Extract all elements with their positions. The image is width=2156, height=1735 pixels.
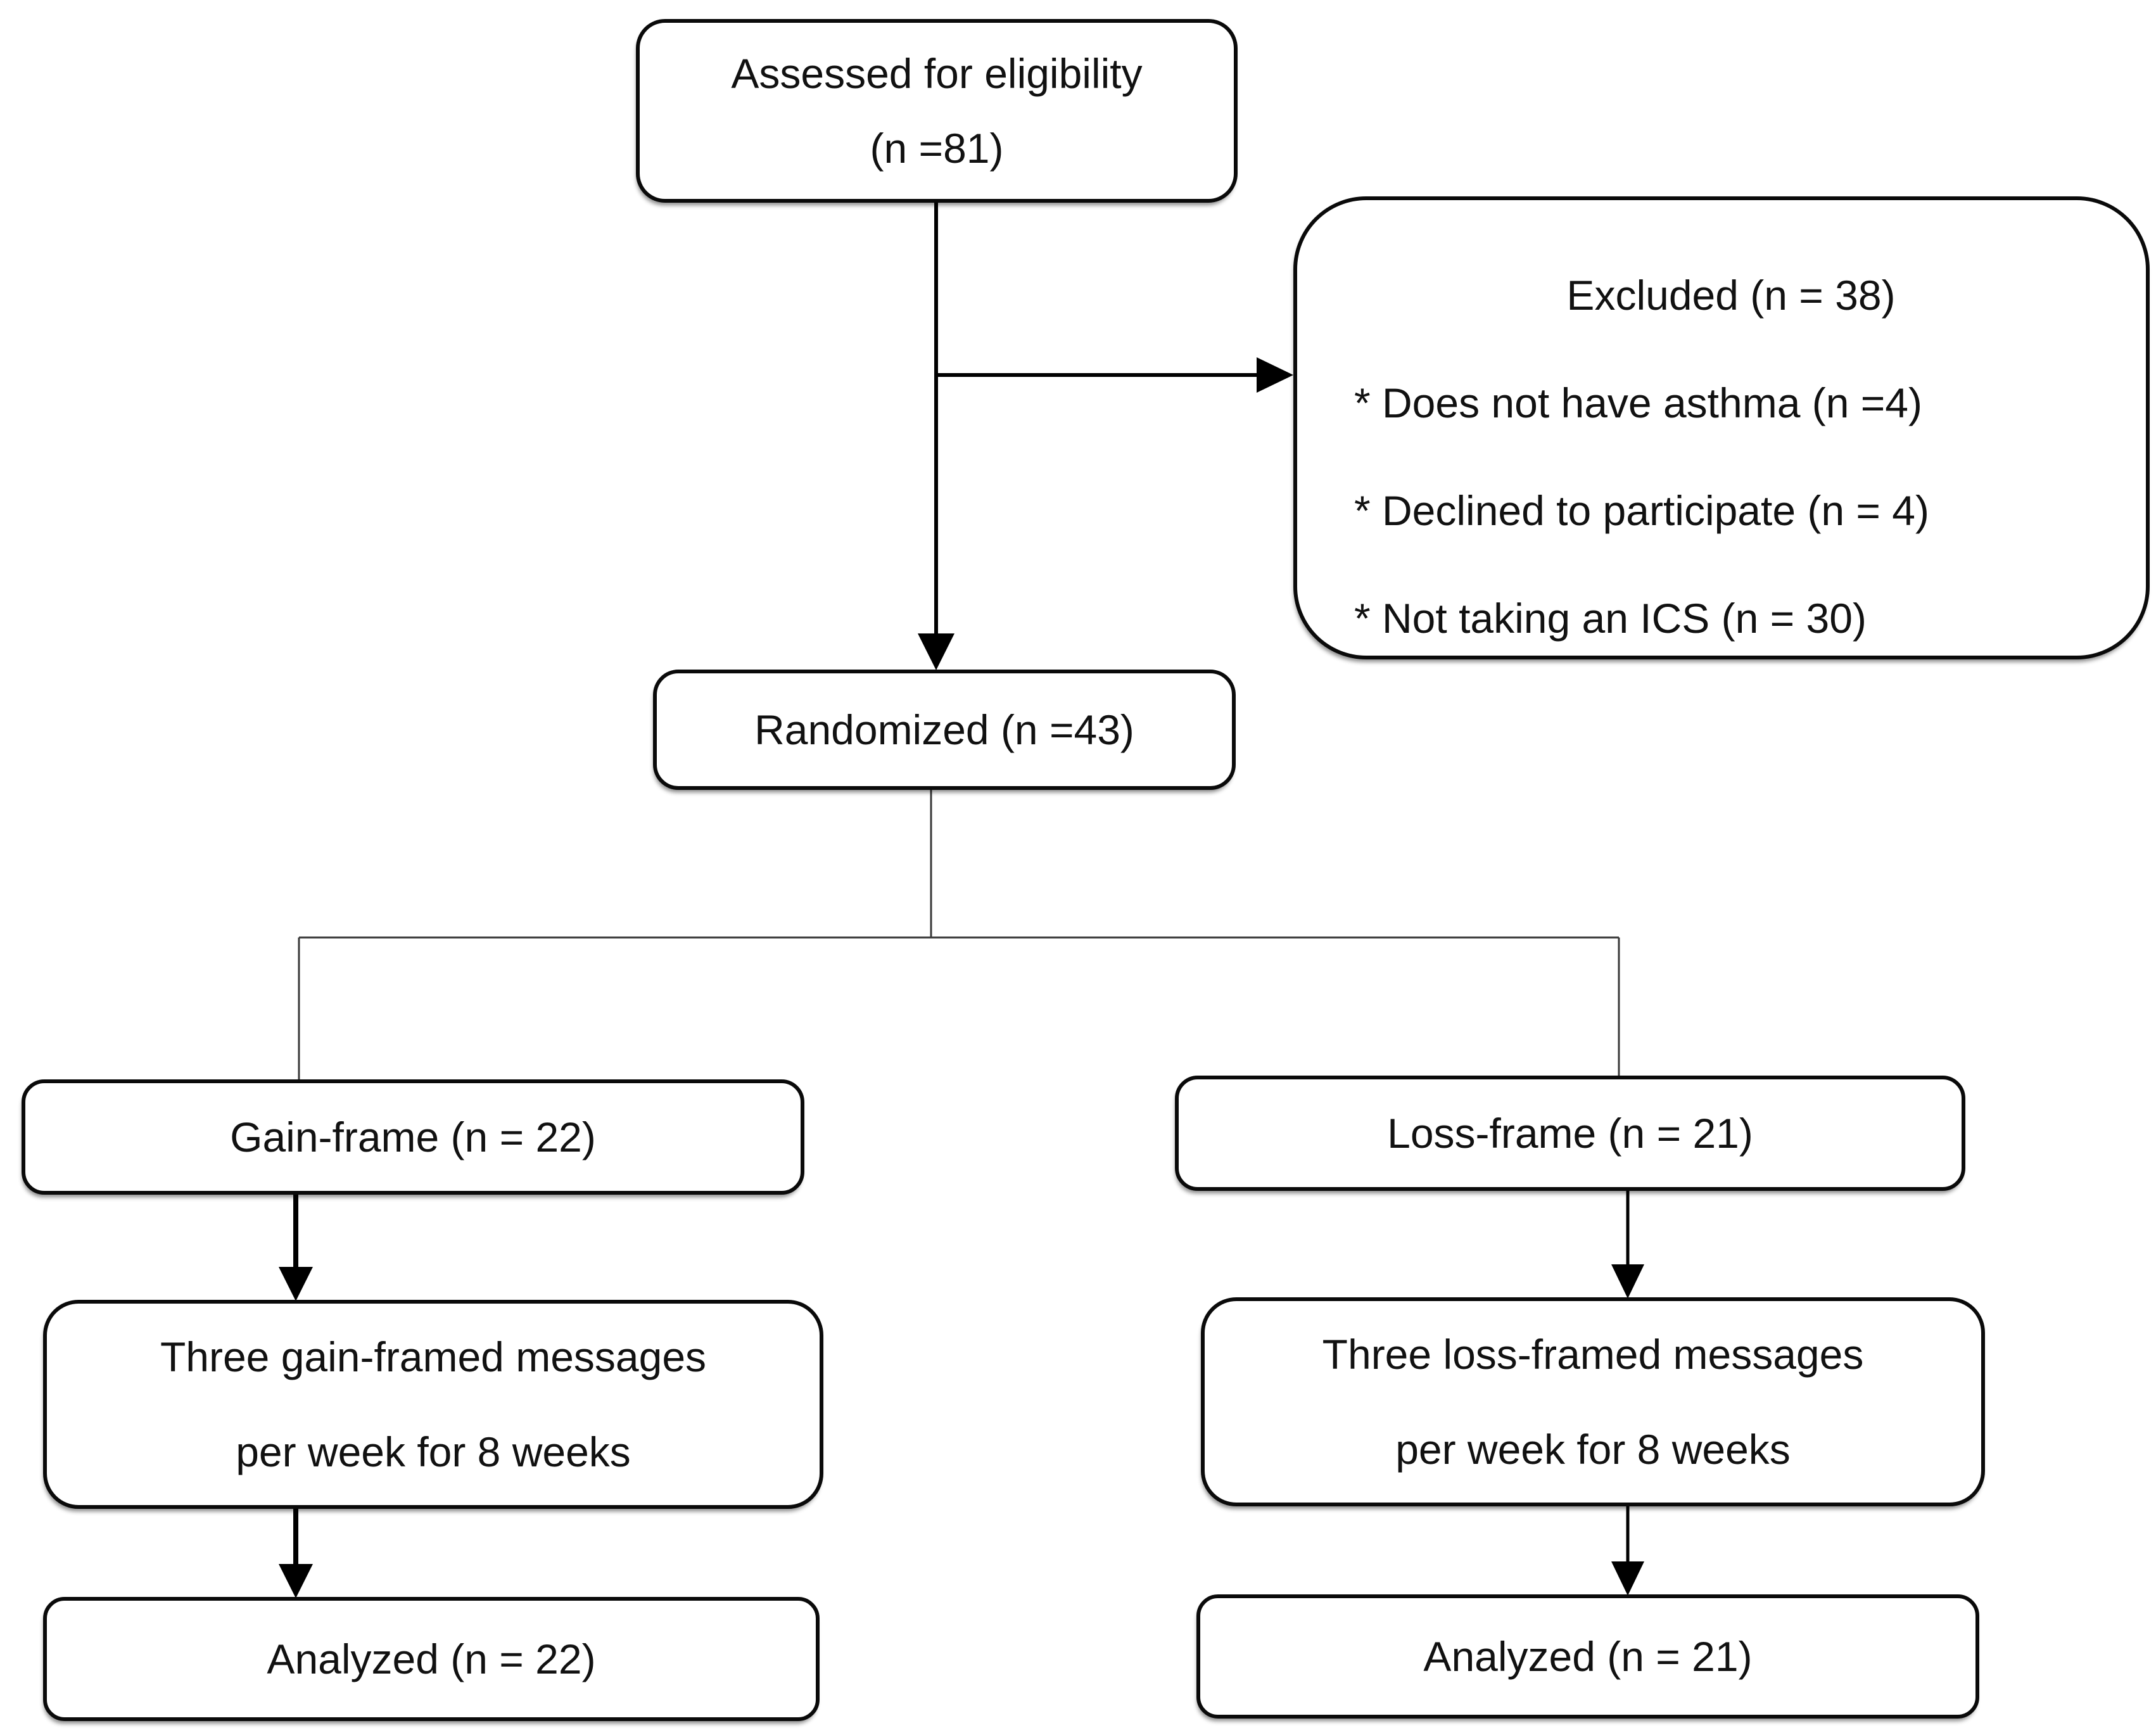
excluded-item-no-ics: * Not taking an ICS (n = 30) [1354,595,1867,642]
excluded-box: Excluded (n = 38) * Does not have asthma… [1293,196,2150,659]
loss-frame-label: Loss-frame (n = 21) [1387,1110,1753,1157]
gain-analyzed-label: Analyzed (n = 22) [267,1636,596,1682]
loss-messages-box: Three loss-framed messages per week for … [1201,1297,1985,1506]
gain-frame-label: Gain-frame (n = 22) [230,1114,596,1160]
gain-messages-line-2: per week for 8 weeks [236,1428,631,1475]
loss-frame-box: Loss-frame (n = 21) [1175,1076,1965,1191]
arrowhead-randomized-icon [918,633,954,670]
gain-analyzed-box: Analyzed (n = 22) [43,1597,820,1721]
arrowhead-gain-messages-icon [279,1267,313,1301]
assessed-box: Assessed for eligibility (n =81) [636,19,1238,203]
gain-frame-box: Gain-frame (n = 22) [22,1079,804,1195]
excluded-item-no-asthma: * Does not have asthma (n =4) [1354,379,1922,426]
loss-analyzed-box: Analyzed (n = 21) [1196,1594,1979,1719]
excluded-item-declined: * Declined to participate (n = 4) [1354,487,1929,534]
arrowhead-loss-messages-icon [1611,1264,1644,1299]
gain-messages-box: Three gain-framed messages per week for … [43,1300,823,1509]
loss-messages-line-1: Three loss-framed messages [1322,1331,1864,1378]
gain-messages-line-1: Three gain-framed messages [160,1333,707,1380]
assessed-line-1: Assessed for eligibility [731,50,1143,97]
randomized-box: Randomized (n =43) [653,670,1236,790]
arrowhead-loss-analyzed-icon [1611,1561,1644,1596]
arrowhead-excluded-icon [1257,357,1293,393]
arrowhead-gain-analyzed-icon [279,1564,313,1598]
loss-messages-line-2: per week for 8 weeks [1395,1426,1791,1473]
assessed-line-2: (n =81) [870,125,1004,172]
excluded-title: Excluded (n = 38) [1566,272,1896,319]
loss-analyzed-label: Analyzed (n = 21) [1423,1633,1753,1680]
randomized-label: Randomized (n =43) [754,706,1134,753]
